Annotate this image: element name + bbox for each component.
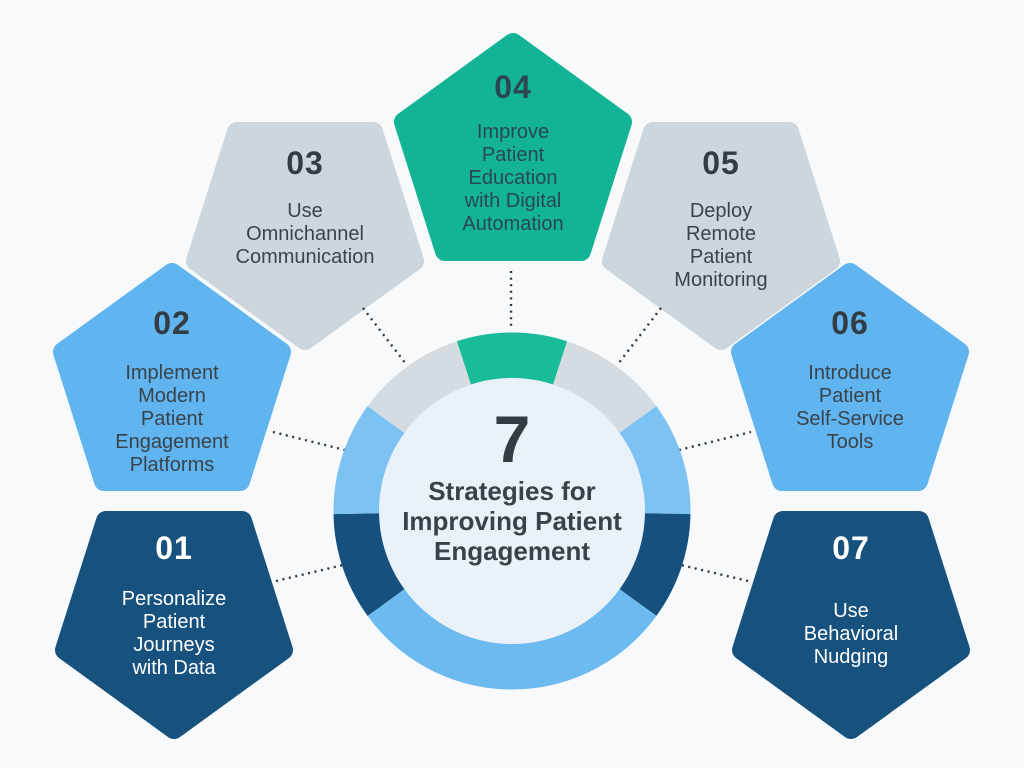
connector-07 [680, 563, 749, 583]
strategy-01-number: 01 [155, 530, 193, 566]
ring-segment-lightblue-right [618, 406, 691, 515]
ring-segment-gray-left [367, 341, 472, 435]
strategy-06-number: 06 [831, 305, 869, 341]
ring-segment-darkblue-right [618, 512, 691, 616]
strategy-06-label: Introduce Patient Self-Service Tools [796, 362, 904, 453]
strategy-02-label: Implement Modern Patient Engagement Plat… [115, 362, 229, 476]
center-circle [379, 378, 645, 644]
connector-03 [362, 307, 407, 365]
connector-02 [272, 430, 346, 452]
ring-segment-teal [456, 332, 568, 387]
ring-segment-lightblue-left [333, 406, 406, 515]
strategy-04-label: Improve Patient Education with Digital A… [462, 121, 564, 235]
connector-01 [275, 563, 344, 583]
strategy-07-number: 07 [832, 530, 870, 566]
connector-05 [617, 307, 662, 365]
strategy-03-label: Use Omnichannel Communication [235, 200, 375, 268]
ring-segment-bottom [367, 587, 657, 690]
pentagon-04-shape [394, 33, 632, 261]
strategy-02-number: 02 [153, 305, 191, 341]
pentagon-05-shape [602, 122, 840, 350]
pentagon-03-shape [186, 122, 424, 350]
strategy-05-number: 05 [702, 145, 740, 181]
strategy-03-number: 03 [286, 145, 324, 181]
strategy-05-label: Deploy Remote Patient Monitoring [674, 200, 768, 291]
pentagon-07-shape [732, 511, 970, 739]
pentagon-01-shape [55, 511, 293, 739]
pentagon-02-shape [53, 263, 291, 491]
strategy-01-label: Personalize Patient Journeys with Data [121, 588, 227, 679]
center-title: Strategies for Improving Patient Engagem… [402, 476, 622, 566]
strategy-04-number: 04 [494, 69, 532, 105]
ring-segment-gray-right [552, 341, 657, 435]
pentagon-06-shape [731, 263, 969, 491]
center-count: 7 [493, 402, 531, 476]
ring-segment-darkblue-left [333, 512, 406, 616]
strategy-07-label: Use Behavioral Nudging [803, 600, 899, 668]
